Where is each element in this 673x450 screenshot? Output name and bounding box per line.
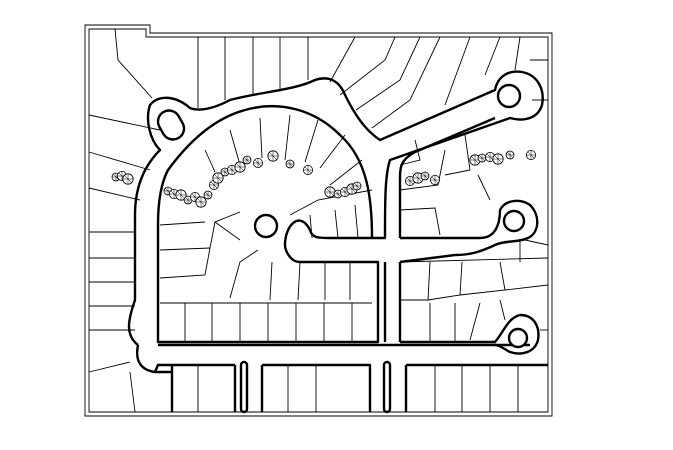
outer-loop-road-outer: [136, 344, 172, 374]
tree-canopy-icon: [285, 159, 295, 169]
cul-de-sac-islands: [156, 83, 529, 349]
tree-canopy-icon: [429, 174, 440, 185]
tree-canopy-icon: [526, 149, 537, 160]
tree-canopy-icon: [492, 153, 504, 165]
tree-canopy-icon: [242, 155, 252, 165]
tree-canopy-icon: [505, 150, 515, 160]
tree-canopy-icon: [420, 171, 430, 181]
tree-canopy-icon: [234, 161, 246, 173]
tree-canopy-icon: [484, 151, 495, 162]
tree-canopy-icon: [252, 157, 263, 168]
median-island-west: [239, 360, 249, 414]
tree-canopy-icon: [175, 189, 187, 201]
cul-de-sac-northwest-island: [156, 109, 186, 141]
tree-canopy-icon: [195, 196, 207, 208]
cul-de-sac-southeast-island: [507, 327, 529, 349]
outer-loop-road-edge: [127, 70, 544, 346]
cul-de-sac-northeast-island: [496, 83, 522, 109]
tree-canopy-icon: [267, 150, 279, 162]
median-island-east: [382, 360, 392, 414]
cul-de-sac-center-island: [253, 213, 279, 239]
tree-canopy-icon: [122, 173, 134, 185]
road-network: [127, 70, 548, 414]
tree-canopy-icon: [352, 181, 362, 191]
tree-canopy-icon: [212, 172, 224, 184]
cul-de-sac-east-island: [502, 209, 526, 233]
tree-canopy-icon: [203, 190, 213, 200]
tree-canopy-icon: [324, 186, 336, 198]
lot-lines: [88, 28, 549, 413]
tree-cluster-group: [111, 149, 537, 208]
property-boundary: [84, 24, 553, 417]
tree-canopy-icon: [302, 164, 313, 175]
tree-canopy-icon: [477, 153, 487, 163]
